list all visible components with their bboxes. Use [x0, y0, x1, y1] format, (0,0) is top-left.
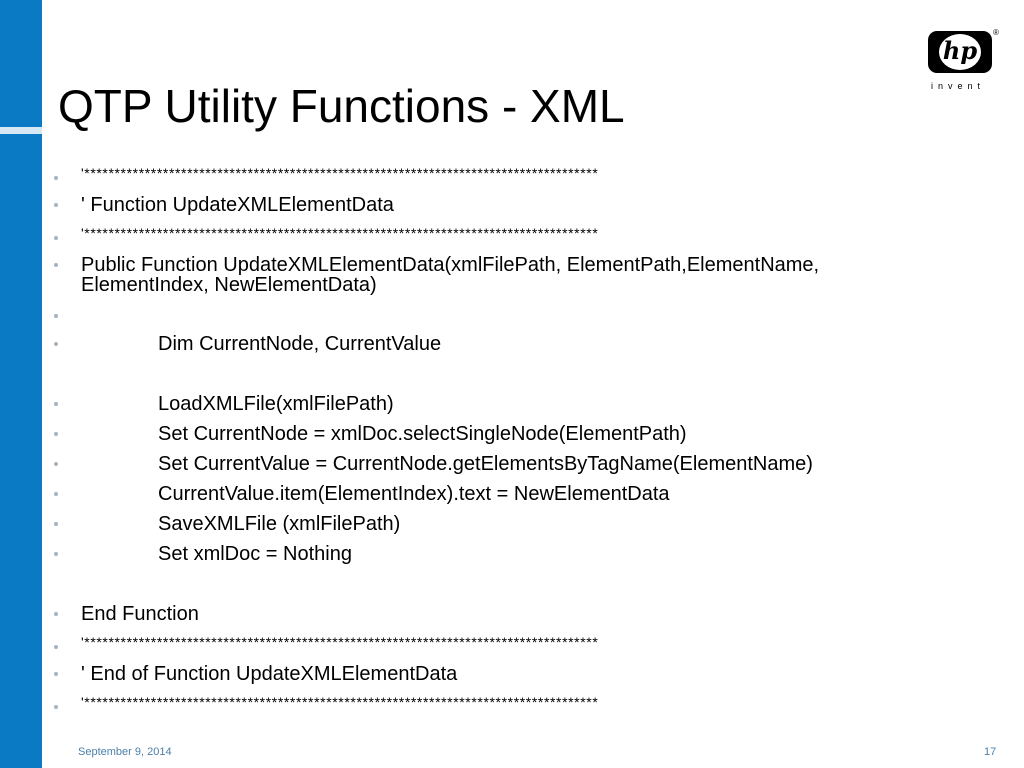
bullet-dot-icon — [54, 203, 58, 207]
slide-title: QTP Utility Functions - XML — [58, 80, 625, 132]
comment-separator: '***************************************… — [81, 694, 599, 710]
logo-registered-mark: ® — [993, 28, 999, 37]
bullet-dot-icon — [54, 462, 58, 466]
bullet-dot-icon — [54, 176, 58, 180]
comment-separator: '***************************************… — [81, 225, 599, 241]
code-line: Public Function UpdateXMLElementData(xml… — [81, 254, 820, 296]
code-line: Set CurrentValue = CurrentNode.getElemen… — [158, 453, 813, 475]
bullet-dot-icon — [54, 432, 58, 436]
bullet-dot-icon — [54, 672, 58, 676]
bullet-dot-icon — [54, 645, 58, 649]
code-line: End Function — [81, 603, 199, 625]
comment-separator: '***************************************… — [81, 634, 599, 650]
logo-box: hp — [928, 31, 992, 73]
page-number: 17 — [984, 746, 997, 758]
code-line: Dim CurrentNode, CurrentValue — [158, 333, 442, 355]
accent-bar-bottom — [0, 134, 42, 768]
code-line: SaveXMLFile (xmlFilePath) — [158, 513, 401, 535]
bullet-dot-icon — [54, 236, 58, 240]
code-line: Set CurrentNode = xmlDoc.selectSingleNod… — [158, 423, 687, 445]
accent-bar-gap — [0, 127, 42, 134]
bullet-dot-icon — [54, 705, 58, 709]
hp-logo-icon: hp ® invent — [927, 28, 999, 93]
comment-separator: '***************************************… — [81, 165, 599, 181]
bullet-dot-icon — [54, 342, 58, 346]
bullet-dot-icon — [54, 314, 58, 318]
bullet-dot-icon — [54, 492, 58, 496]
logo-mark: hp — [942, 36, 978, 65]
bullet-dot-icon — [54, 612, 58, 616]
code-line: Set xmlDoc = Nothing — [158, 543, 352, 565]
code-line: LoadXMLFile(xmlFilePath) — [158, 393, 394, 415]
code-line: ' End of Function UpdateXMLElementData — [81, 663, 458, 685]
code-line: ' Function UpdateXMLElementData — [81, 194, 394, 216]
logo-circle: hp — [939, 34, 981, 70]
logo-tagline: invent — [931, 81, 986, 91]
bullet-dot-icon — [54, 552, 58, 556]
code-line: CurrentValue.item(ElementIndex).text = N… — [158, 483, 670, 505]
bullet-dot-icon — [54, 263, 58, 267]
accent-bar-top — [0, 0, 42, 127]
bullet-dot-icon — [54, 522, 58, 526]
bullet-dot-icon — [54, 402, 58, 406]
footer-date: September 9, 2014 — [78, 746, 172, 758]
